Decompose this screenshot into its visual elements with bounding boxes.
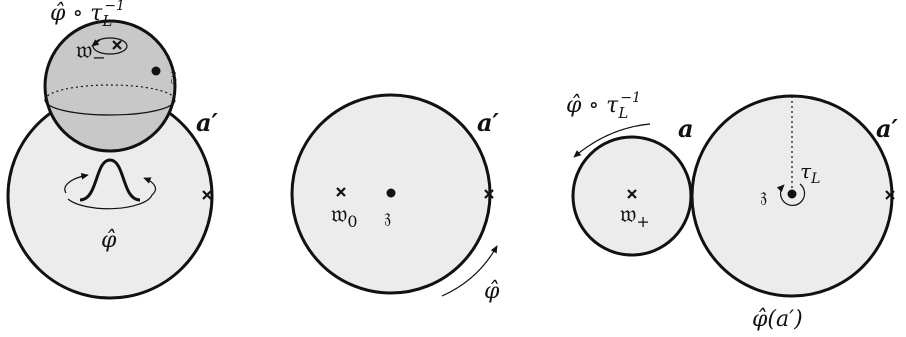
bump-curve: [79, 158, 141, 202]
middle-w0-cross: [336, 187, 346, 197]
sphere-equator-front: [44, 99, 176, 116]
rotation-arrow-front: [67, 177, 157, 210]
left-a-prime-label: a′: [196, 108, 219, 137]
right-tau-label: τL: [800, 159, 820, 187]
left-sphere: [43, 19, 177, 153]
right-small-disc: [571, 135, 693, 257]
panel-middle: 𝔴0 𝔷 a′ φ̂: [290, 93, 500, 304]
w-minus-loop-arrow: [91, 39, 101, 47]
middle-a-prime-label: a′: [477, 108, 500, 137]
panel-right: φ̂ ∘ τL−1 a a′ 𝔴+ τL 𝔷 φ̂(a′): [566, 90, 899, 332]
middle-phi-label: φ̂: [484, 279, 500, 304]
right-point-z: [787, 189, 797, 199]
right-boundary-cross: [885, 190, 895, 200]
left-phi-label: φ̂: [101, 228, 117, 253]
right-rotation-arrow: [573, 123, 651, 158]
left-z-label: 𝔷: [170, 62, 177, 86]
right-a-label: a: [678, 114, 694, 143]
right-w-plus-label: 𝔴+: [620, 200, 650, 231]
rotation-arrow-back: [64, 172, 89, 194]
left-boundary-cross: [202, 190, 212, 200]
middle-w0-label: 𝔴0: [331, 200, 358, 231]
middle-z-label: 𝔷: [384, 204, 391, 228]
right-top-label: φ̂ ∘ τL−1: [566, 90, 641, 122]
panel-left: φ̂ ∘ τL−1 𝔴− 𝔷 a′ φ̂: [6, 0, 219, 300]
right-w-plus-cross: [627, 189, 637, 199]
sphere-equator-back: [44, 84, 176, 101]
left-point-z: [151, 66, 161, 76]
left-w-label: 𝔴−: [76, 36, 106, 67]
right-a-prime-label: a′: [876, 114, 899, 143]
right-bottom-label: φ̂(a′): [752, 307, 803, 332]
middle-boundary-cross: [484, 189, 494, 199]
w-minus-cross: [112, 40, 122, 50]
right-tau-loop: [776, 183, 806, 206]
middle-point-z: [386, 188, 396, 198]
left-top-label: φ̂ ∘ τL−1: [50, 0, 125, 30]
middle-rotation-arrow: [441, 245, 498, 297]
right-z-label: 𝔷: [760, 183, 767, 207]
